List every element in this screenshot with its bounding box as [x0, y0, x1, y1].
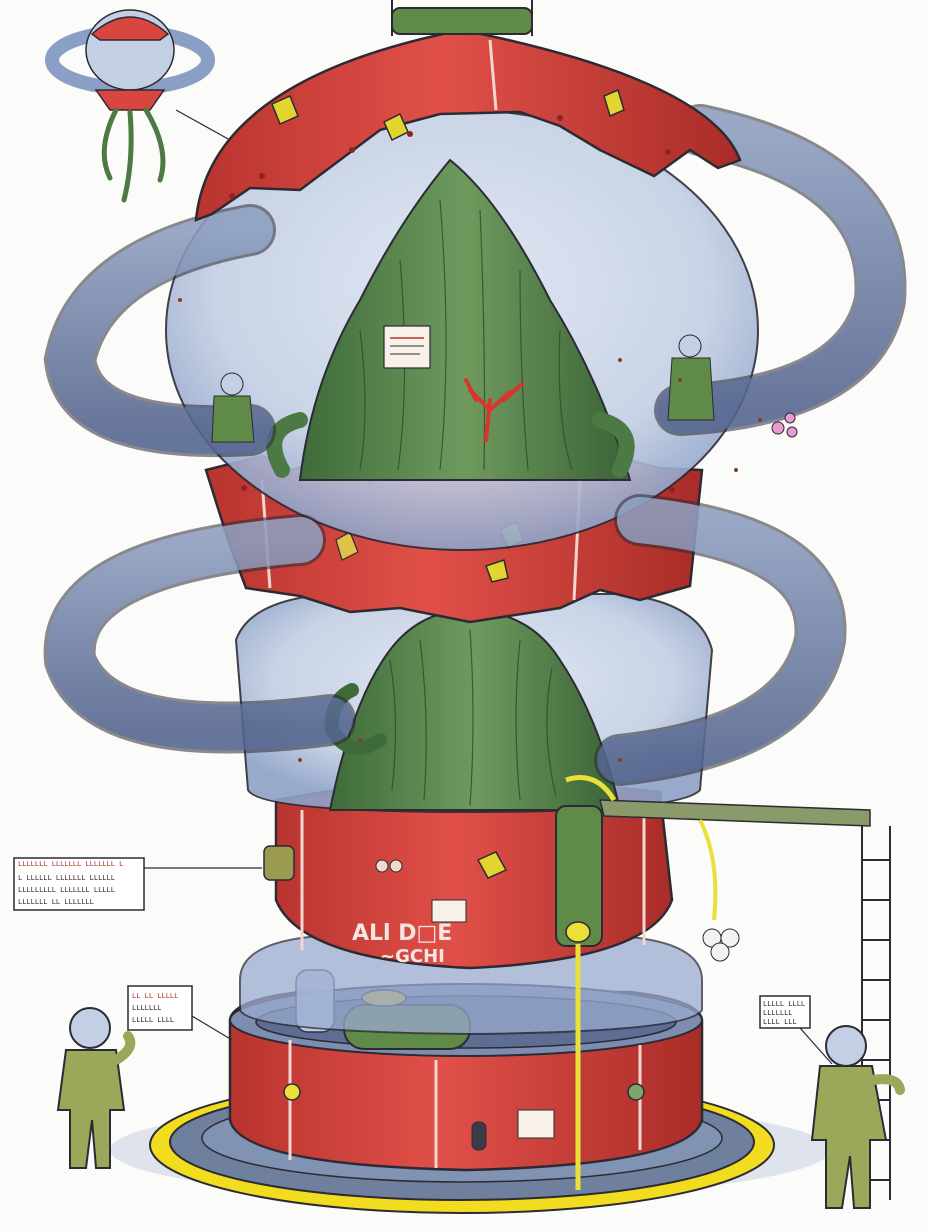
side-lamp	[263, 845, 295, 881]
sphere-label-plate	[383, 325, 431, 369]
diver-standing-left	[56, 1007, 136, 1169]
top-hatch	[391, 0, 533, 36]
left-panel-line-4: LLLLLLL LL LLLLLLL	[18, 898, 94, 906]
diver-standing-right	[810, 1025, 905, 1209]
upper-glass-sphere	[165, 109, 759, 551]
diver-inside-left	[211, 372, 255, 443]
lower-glass-ring	[239, 935, 703, 1036]
hanging-valve-cluster	[702, 928, 740, 962]
right-panel-line-1: LLLLL LLLL	[763, 1000, 805, 1008]
small-panel-line-1: LL LL LLLLL	[132, 992, 178, 1000]
pipe-gantry	[555, 775, 891, 1200]
red-coral-branch	[464, 378, 524, 442]
left-callout-panel: LLLLLLL LLLLLLL LLLLLLL L L LLLLLL LLLLL…	[13, 857, 262, 911]
pink-bubbles	[771, 412, 798, 438]
left-panel-line-3: LLLLLLLLL LLLLLLL LLLLL	[18, 886, 115, 894]
hull-stencil-line2: ~GCHI	[380, 946, 445, 967]
lower-glass-dome	[234, 593, 714, 814]
blue-tube-loops	[43, 104, 907, 786]
small-panel-line-2: LLLLLLL	[132, 1004, 162, 1012]
small-callout-panel: LL LL LLLLL LLLLLLL LLLLL LLLL	[127, 985, 233, 1041]
right-panel-line-3: LLLL LLL	[763, 1018, 797, 1026]
small-jellyfish-pod	[45, 9, 231, 203]
right-callout-panel: LLLLL LLLL LLLLLLL LLLL LLL	[759, 995, 833, 1065]
creature-upper-body	[298, 158, 632, 481]
top-red-cap	[194, 28, 742, 222]
hull-stencil-line1: ALl D□E	[352, 921, 452, 946]
left-panel-line-1: LLLLLLL LLLLLLL LLLLLLL L	[18, 860, 123, 868]
diver-inside-right	[667, 334, 715, 421]
right-panel-line-2: LLLLLLL	[763, 1009, 793, 1017]
left-panel-line-2: L LLLLLL LLLLLLL LLLLLL	[18, 874, 115, 882]
floating-particles	[178, 298, 762, 762]
small-panel-line-3: LLLLL LLLL	[132, 1016, 174, 1024]
